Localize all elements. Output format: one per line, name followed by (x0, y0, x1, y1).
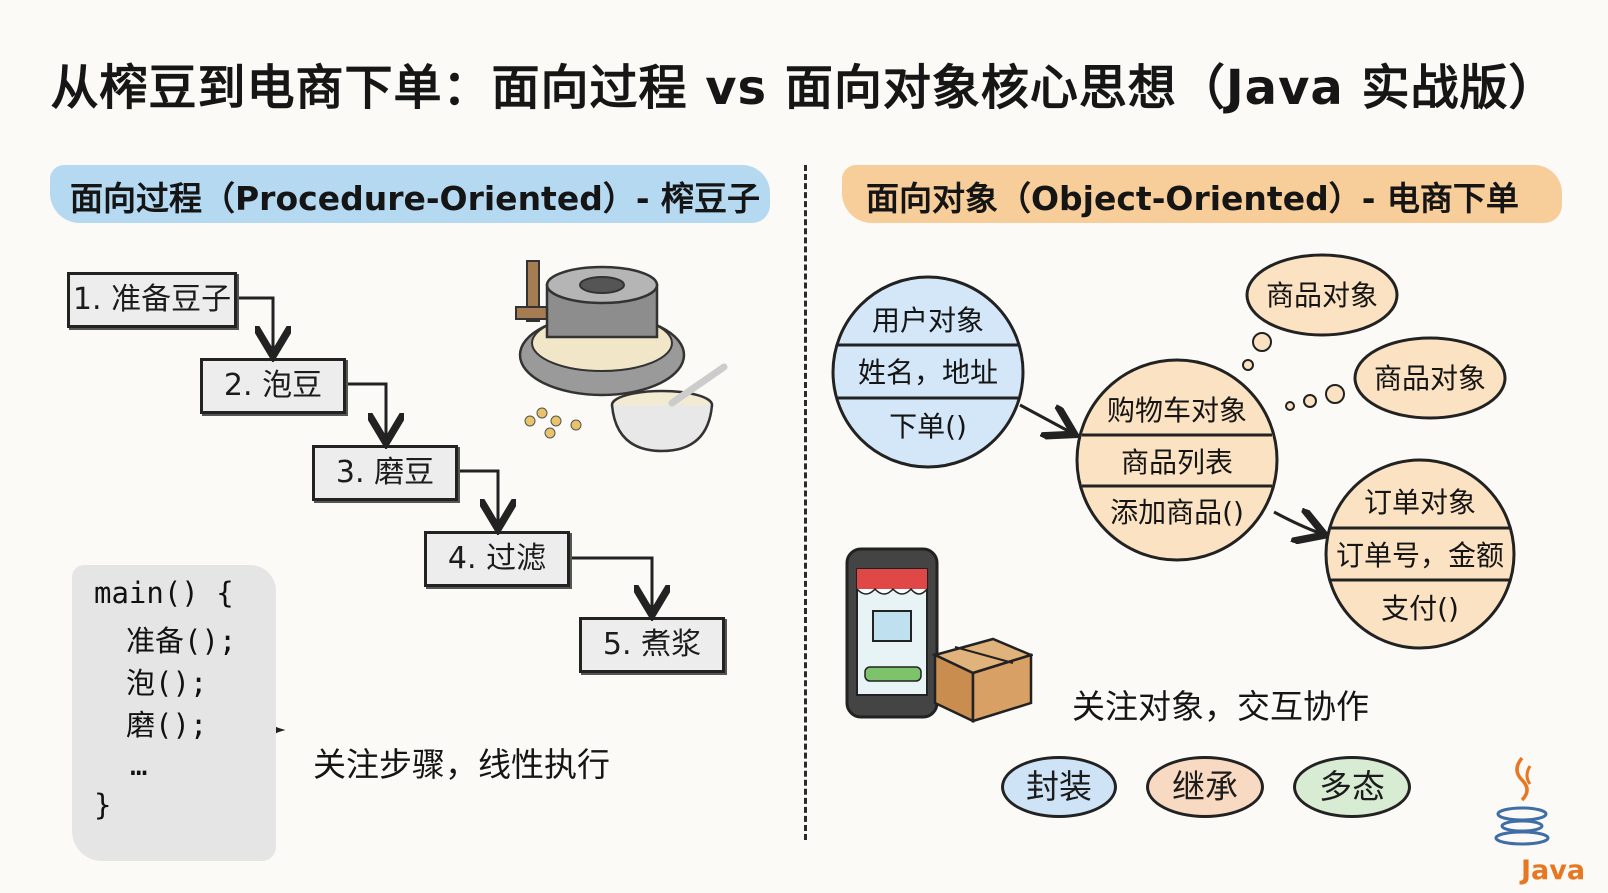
phone-shopping-illustration (845, 547, 1033, 723)
order-object-fields: 订单号，金额 (1336, 539, 1504, 572)
code-line-ellipsis: … (130, 748, 148, 782)
code-line-prepare: 准备(); (126, 624, 237, 658)
object-heading: 面向对象（Object-Oriented）- 电商下单 (866, 179, 1519, 218)
step-5-box: 5. 煮浆 (579, 617, 725, 673)
step-3-box: 3. 磨豆 (312, 445, 458, 501)
code-line-main: main() { (94, 576, 234, 610)
object-note: 关注对象，交互协作 (1072, 687, 1369, 726)
pillar-encapsulation: 封装 (1001, 756, 1117, 818)
product-bubble-1: 商品对象 (1245, 253, 1399, 337)
pillar-polymorphism: 多态 (1293, 756, 1411, 818)
step-arrow-2 (348, 382, 386, 440)
step-1-box: 1. 准备豆子 (67, 272, 237, 328)
code-sample (72, 565, 276, 861)
stone-mill-illustration (515, 260, 728, 453)
cart-object-fields: 商品列表 (1121, 446, 1233, 479)
procedure-heading-band (50, 165, 770, 223)
step-2-box: 2. 泡豆 (200, 358, 346, 414)
cart-object: 购物车对象 商品列表 添加商品() (1075, 358, 1279, 562)
order-object-name: 订单对象 (1364, 486, 1476, 519)
pillar-inheritance: 继承 (1146, 756, 1264, 818)
user-to-cart-arrow (1019, 403, 1072, 433)
product-bubble-2-label: 商品对象 (1374, 362, 1486, 395)
section-divider (804, 165, 807, 840)
order-object-method: 支付() (1381, 592, 1459, 625)
user-object-name: 用户对象 (872, 304, 984, 337)
user-object-fields: 姓名，地址 (858, 356, 998, 389)
step-arrow-4 (572, 556, 652, 612)
page-title: 从榨豆到电商下单：面向过程 vs 面向对象核心思想（Java 实战版） (50, 60, 1558, 116)
java-cup-icon (1494, 756, 1550, 846)
code-line-close: } (94, 788, 112, 822)
procedure-note: 关注步骤，线性执行 (313, 745, 610, 784)
order-object: 订单对象 订单号，金额 支付() (1324, 458, 1516, 650)
step-arrow-1 (239, 296, 273, 353)
procedure-heading: 面向过程（Procedure-Oriented）- 榨豆子 (70, 179, 761, 218)
user-object-method: 下单() (889, 410, 967, 443)
java-logo-label: Java (1521, 855, 1586, 886)
cart-object-name: 购物车对象 (1107, 394, 1247, 427)
product-bubble-1-label: 商品对象 (1266, 279, 1378, 312)
step-4-box: 4. 过滤 (424, 531, 570, 587)
object-heading-band (842, 165, 1562, 223)
step-arrow-3 (460, 469, 498, 526)
code-line-grind: 磨(); (126, 708, 208, 742)
cart-object-method: 添加商品() (1110, 496, 1244, 529)
cart-to-order-arrow (1273, 512, 1322, 534)
user-object: 用户对象 姓名，地址 下单() (831, 275, 1025, 469)
product-bubble-2: 商品对象 (1353, 336, 1507, 420)
code-line-soak: 泡(); (126, 666, 208, 700)
